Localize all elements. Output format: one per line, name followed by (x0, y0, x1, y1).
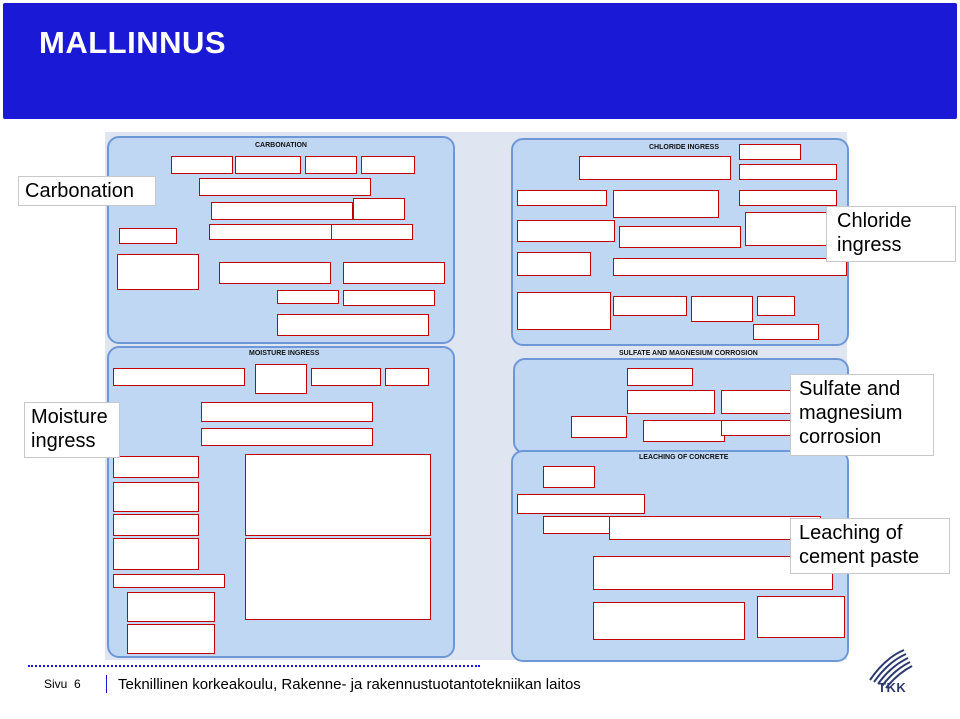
moisture-callout: Moisture ingress (24, 402, 120, 458)
equation-box (757, 296, 795, 316)
leaching-callout-text: Leaching of cement paste (799, 522, 920, 568)
equation-box (627, 390, 715, 414)
carbonation-panel-title: CARBONATION (255, 142, 307, 149)
pore-structure-table (127, 624, 215, 654)
page-number-value: 6 (74, 677, 81, 691)
equation-box (627, 368, 693, 386)
moisture-panel-title: MOISTURE INGRESS (249, 350, 320, 357)
equation-box (745, 212, 837, 246)
equation-box (739, 164, 837, 180)
footer-divider (28, 665, 480, 667)
moisture-panel: MOISTURE INGRESS (107, 346, 455, 658)
equation-box (219, 262, 331, 284)
equation-box (113, 368, 245, 386)
equation-box (361, 156, 415, 174)
equation-box (571, 416, 627, 438)
equation-box (171, 156, 233, 174)
leaching-panel-title: LEACHING OF CONCRETE (639, 454, 729, 461)
equation-box (517, 252, 591, 276)
equation-box (119, 228, 177, 244)
equation-box (277, 290, 339, 304)
equation-box (113, 574, 225, 588)
equation-box (113, 514, 199, 536)
equation-box (739, 144, 801, 160)
equation-box (739, 190, 837, 206)
carbonation-panel: CARBONATION (107, 136, 455, 344)
sulfate-callout-text: Sulfate and magnesium corrosion (799, 378, 903, 448)
equation-box (255, 364, 307, 394)
equation-box (235, 156, 301, 174)
chloride-callout: Chloride ingress (826, 206, 956, 262)
equation-box (579, 156, 731, 180)
equation-box (757, 596, 845, 638)
pore-structure-table (127, 592, 215, 622)
equation-box (245, 538, 431, 620)
page-number: Sivu 6 (44, 677, 81, 691)
equation-box (277, 314, 429, 336)
equation-box (517, 494, 645, 514)
equation-box (311, 368, 381, 386)
equation-box (245, 454, 431, 536)
equation-box (209, 224, 351, 240)
equation-box (305, 156, 357, 174)
footer-separator (106, 675, 107, 693)
sulfate-panel-title: SULFATE AND MAGNESIUM CORROSION (619, 350, 758, 357)
tkk-logo-text: TKK (878, 680, 907, 695)
equation-box (613, 190, 719, 218)
equation-box (619, 226, 741, 248)
equation-box (113, 456, 199, 478)
equation-box (201, 402, 373, 422)
equation-box (517, 292, 611, 330)
equation-box (613, 296, 687, 316)
equation-box (199, 178, 371, 196)
equation-box (385, 368, 429, 386)
chloride-panel: CHLORIDE INGRESS (511, 138, 849, 346)
equation-box (201, 428, 373, 446)
equation-box (331, 224, 413, 240)
footer-text: Teknillinen korkeakoulu, Rakenne- ja rak… (118, 676, 581, 693)
slide-header: MALLINNUS (3, 3, 957, 119)
equation-box (721, 390, 793, 414)
equation-box (691, 296, 753, 322)
equation-box (517, 220, 615, 242)
page-label-text: Sivu (44, 677, 68, 691)
equation-box (517, 190, 607, 206)
carbonation-callout: Carbonation (18, 176, 156, 206)
chloride-panel-title: CHLORIDE INGRESS (649, 144, 720, 151)
slide-title: MALLINNUS (39, 25, 227, 60)
equation-box (113, 482, 199, 512)
leaching-panel: LEACHING OF CONCRETE (511, 450, 849, 662)
tkk-logo-icon (869, 649, 913, 689)
chloride-callout-text: Chloride ingress (837, 210, 912, 256)
equation-box (753, 324, 819, 340)
equation-box (117, 254, 199, 290)
leaching-callout: Leaching of cement paste (790, 518, 950, 574)
equation-box (211, 202, 353, 220)
model-diagram: CARBONATION CHLORIDE INGRESS (105, 132, 849, 662)
equation-box (613, 258, 847, 276)
equation-box (353, 198, 405, 220)
equation-box (609, 516, 821, 540)
tkk-logo (860, 648, 930, 714)
sulfate-callout: Sulfate and magnesium corrosion (790, 374, 934, 456)
equation-box (113, 538, 199, 570)
equation-box (593, 602, 745, 640)
equation-box (543, 466, 595, 488)
equation-box (643, 420, 725, 442)
equation-box (343, 262, 445, 284)
equation-box (343, 290, 435, 306)
moisture-callout-text: Moisture ingress (31, 406, 108, 452)
